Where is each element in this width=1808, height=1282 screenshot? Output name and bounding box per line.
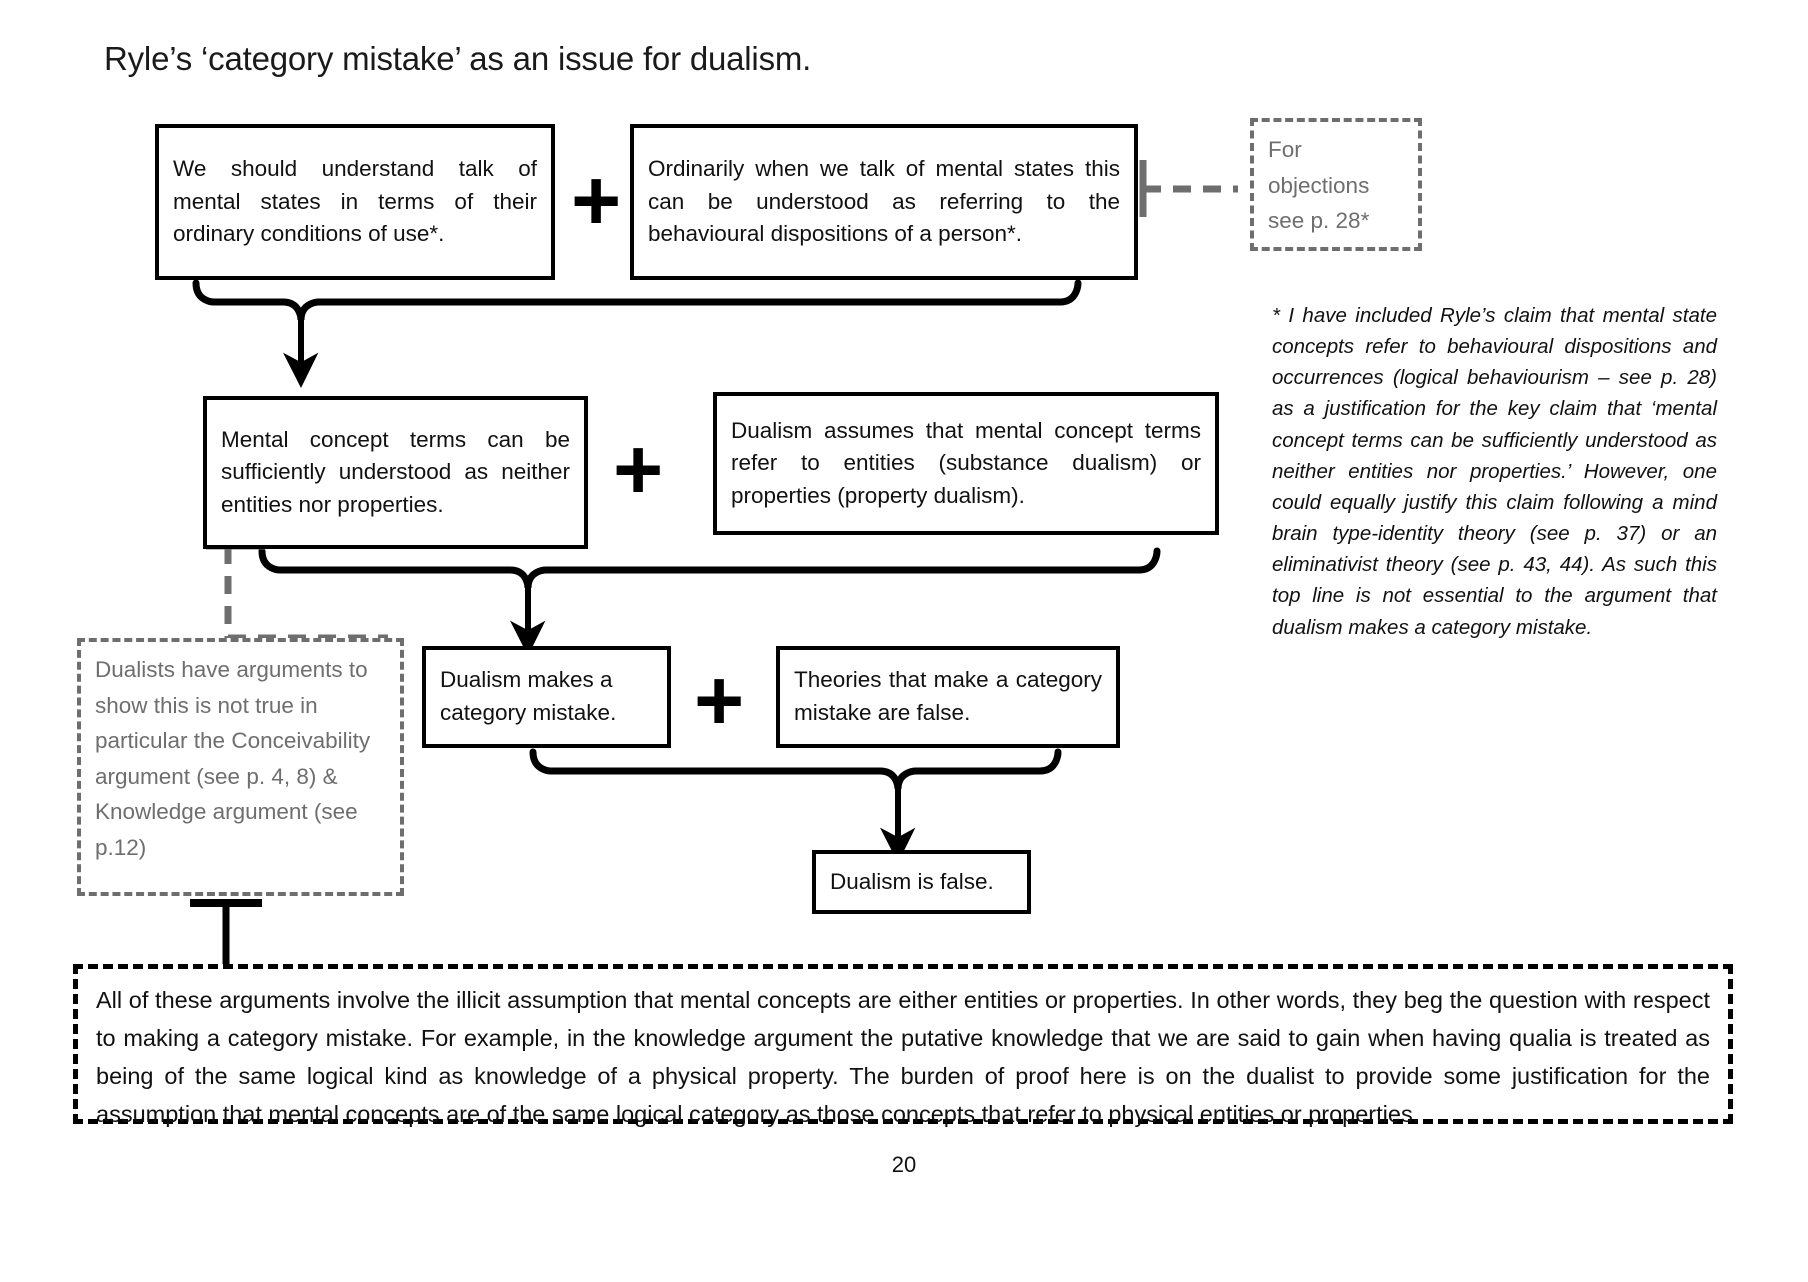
page-title: Ryle’s ‘category mistake’ as an issue fo…	[104, 40, 812, 77]
connector-dualists-to-summary	[190, 899, 262, 968]
connector-row1-to-conclusion1	[192, 279, 1082, 388]
plus-operator-2: +	[613, 422, 664, 518]
box-premise-4-text: Theories that make a category mistake ar…	[794, 667, 1102, 725]
connector-conclusion1-to-dualists	[206, 542, 388, 642]
box-conclusion-2: Dualism makes a category mistake.	[422, 646, 671, 748]
box-premise-2: Ordinarily when we talk of mental states…	[630, 124, 1138, 280]
box-objections-note-text: For objections see p. 28*	[1268, 137, 1370, 234]
box-premise-2-text: Ordinarily when we talk of mental states…	[648, 156, 1120, 247]
connector-row3-to-conclusion3	[529, 748, 1062, 863]
box-premise-3-text: Dualism assumes that mental concept term…	[731, 417, 1201, 508]
footnote-asterisk: * I have included Ryle’s claim that ment…	[1272, 304, 1717, 639]
box-dualists-note: Dualists have arguments to show this is …	[77, 638, 404, 896]
box-conclusion-3: Dualism is false.	[812, 850, 1031, 914]
plus-operator-1: +	[571, 153, 622, 249]
box-conclusion-1: Mental concept terms can be sufficiently…	[203, 396, 588, 549]
connector-row2-to-conclusion2	[258, 547, 1161, 656]
connector-premise2-to-objections	[1139, 160, 1238, 217]
box-premise-4: Theories that make a category mistake ar…	[776, 646, 1120, 748]
box-summary: All of these arguments involve the illic…	[73, 964, 1733, 1127]
box-premise-1-text: We should understand talk of mental stat…	[173, 156, 537, 247]
box-premise-3: Dualism assumes that mental concept term…	[713, 392, 1219, 535]
box-conclusion-2-text: Dualism makes a category mistake.	[440, 667, 617, 725]
plus-operator-3: +	[694, 653, 745, 749]
box-dualists-note-text: Dualists have arguments to show this is …	[95, 657, 371, 860]
page-number: 20	[891, 1152, 917, 1177]
box-conclusion-3-text: Dualism is false.	[830, 868, 994, 894]
box-conclusion-1-text: Mental concept terms can be sufficiently…	[221, 426, 570, 517]
box-objections-note: For objections see p. 28*	[1250, 118, 1422, 251]
box-summary-text: All of these arguments involve the illic…	[96, 987, 1710, 1128]
box-premise-1: We should understand talk of mental stat…	[155, 124, 555, 280]
